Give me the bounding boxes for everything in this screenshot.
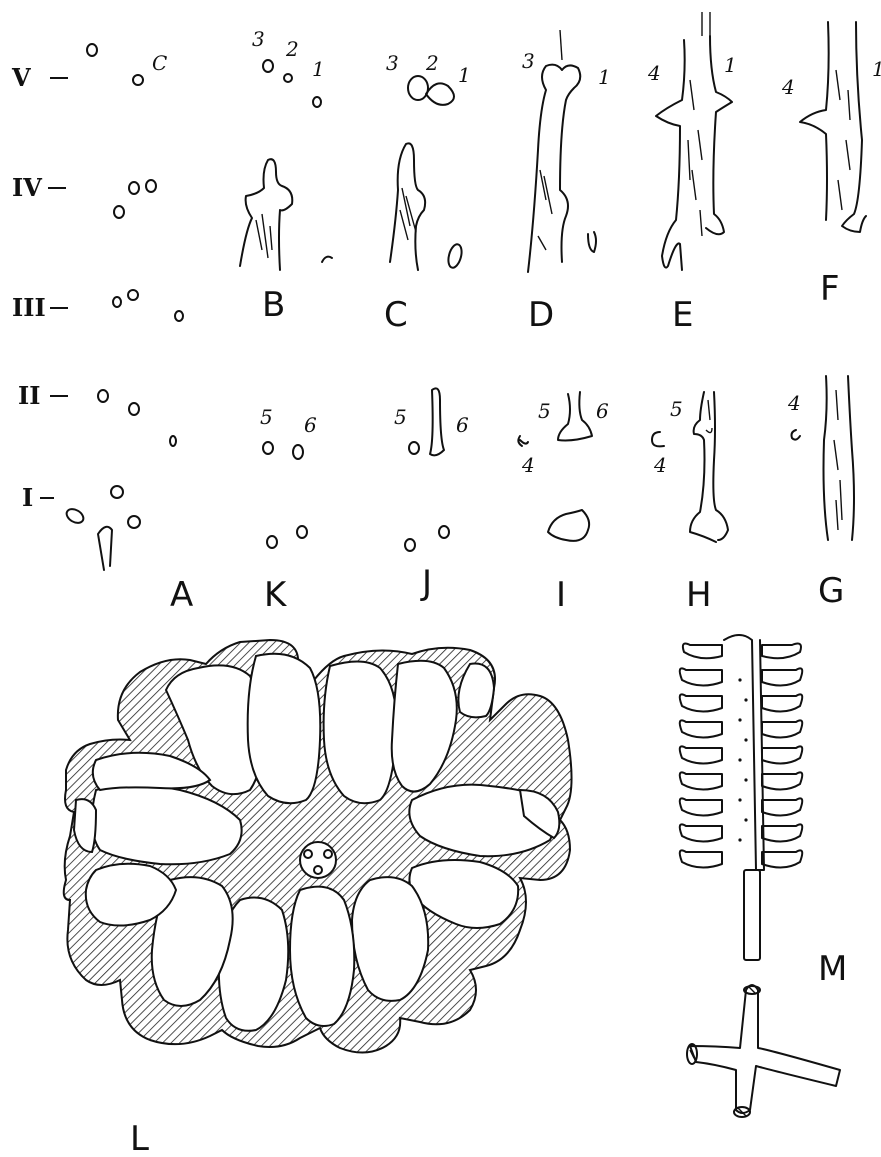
row-label-iii: III <box>12 293 46 322</box>
num-i-6: 6 <box>596 399 609 423</box>
row-label-v: V <box>11 63 31 92</box>
panel-e-drawing: 4 1 <box>647 12 737 270</box>
num-h-5: 5 <box>670 397 683 421</box>
num-c-1: 1 <box>458 63 471 87</box>
num-c-3: 3 <box>386 51 399 75</box>
num-e-4: 4 <box>647 61 661 85</box>
num-g-4: 4 <box>787 391 801 415</box>
row-label-i: I <box>22 483 33 512</box>
panel-label-m: M <box>818 949 847 989</box>
num-h-4: 4 <box>653 453 667 477</box>
panel-label-i: I <box>556 575 566 615</box>
row-label-ii: II <box>18 381 40 410</box>
panel-m-colony <box>680 635 840 1117</box>
num-b-1: 1 <box>312 57 325 81</box>
panel-label-h: H <box>686 575 712 615</box>
num-b-3: 3 <box>252 27 265 51</box>
panel-label-d: D <box>528 295 554 335</box>
panel-l-cross-section <box>64 640 572 1053</box>
panel-g-drawing: 4 <box>787 376 854 540</box>
panel-c-drawing: 3 2 1 <box>386 51 471 270</box>
num-e-1: 1 <box>724 53 737 77</box>
panel-label-e: E <box>672 295 693 335</box>
num-i-4: 4 <box>521 453 535 477</box>
num-j-5: 5 <box>394 405 407 429</box>
panel-i-drawing: 5 6 4 <box>518 392 609 541</box>
panel-f-drawing: 4 1 <box>781 22 881 232</box>
num-k-6: 6 <box>304 413 317 437</box>
panel-label-k: K <box>264 575 288 615</box>
panel-label-l: L <box>130 1119 149 1157</box>
panel-b-drawing: 3 2 1 <box>240 27 332 270</box>
panel-label-g: G <box>818 571 844 611</box>
num-d-1: 1 <box>598 65 611 89</box>
row-label-iv: IV <box>12 173 42 202</box>
panel-a-c-mark: C <box>152 51 167 75</box>
panel-label-a: A <box>170 575 193 615</box>
num-d-3: 3 <box>522 49 535 73</box>
num-k-5: 5 <box>260 405 273 429</box>
panel-h-drawing: 5 4 <box>652 392 728 542</box>
num-c-2: 2 <box>425 51 439 75</box>
num-i-5: 5 <box>538 399 551 423</box>
panel-label-c: C <box>384 295 408 335</box>
panel-j-drawing: 5 6 <box>394 388 469 551</box>
panel-label-b: B <box>262 285 285 325</box>
row-labels: V IV III II I <box>11 63 68 512</box>
panel-label-f: F <box>820 269 840 309</box>
panel-label-j: J <box>420 563 432 603</box>
num-j-6: 6 <box>456 413 469 437</box>
panel-k-drawing: 5 6 <box>260 405 317 548</box>
panel-a-drawing: C <box>64 44 183 570</box>
panel-d-drawing: 3 1 <box>522 30 611 272</box>
num-b-2: 2 <box>285 37 299 61</box>
num-f-1: 1 <box>872 57 881 81</box>
num-f-4: 4 <box>781 75 795 99</box>
